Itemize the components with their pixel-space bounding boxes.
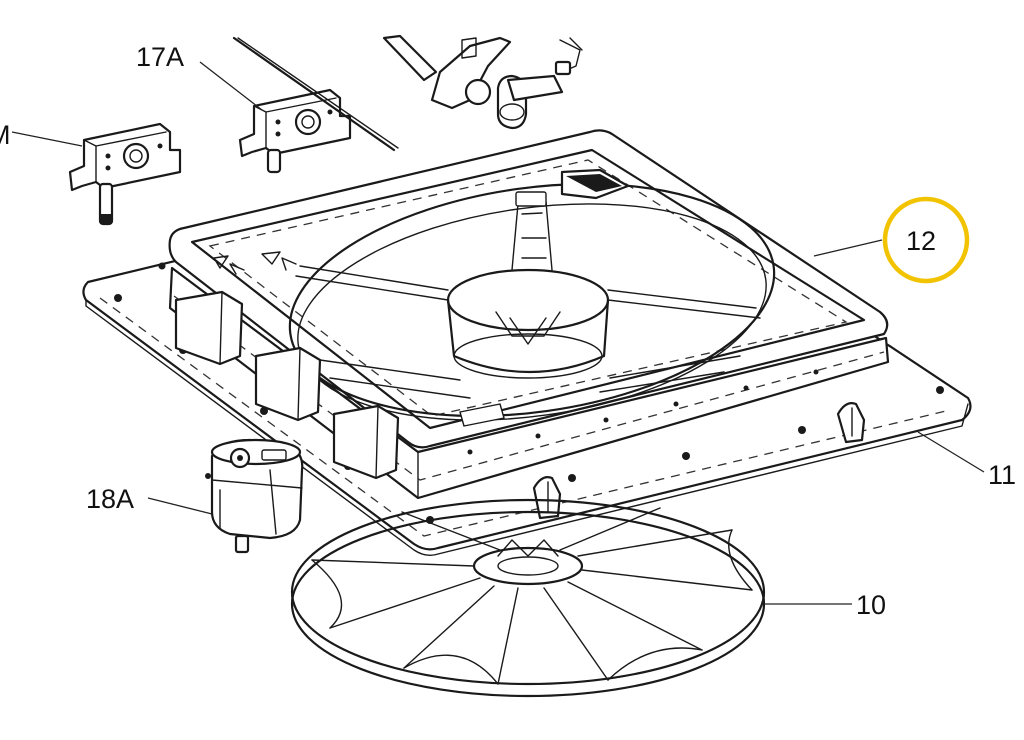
callout-leaders [11, 61, 985, 605]
callout-11: 11 [988, 460, 1016, 490]
part-18a-motor[interactable] [205, 438, 304, 554]
callout-18a: 18A [86, 484, 134, 514]
crank-rod [232, 36, 399, 152]
callout-10: 10 [856, 590, 886, 620]
frame-clips [532, 402, 866, 520]
callout-12-highlight-ring [882, 196, 970, 284]
part-12-frame-housing[interactable] [168, 129, 889, 449]
callout-m: M [0, 120, 11, 150]
part-10-fan-blade[interactable] [290, 498, 766, 698]
part-17a-bracket[interactable] [238, 88, 352, 174]
part-m-bracket[interactable] [68, 122, 182, 226]
lift-arm-assembly [382, 34, 583, 130]
callout-17a: 17A [136, 42, 184, 72]
callout-12: 12 [906, 226, 936, 256]
side-latches [174, 290, 400, 480]
